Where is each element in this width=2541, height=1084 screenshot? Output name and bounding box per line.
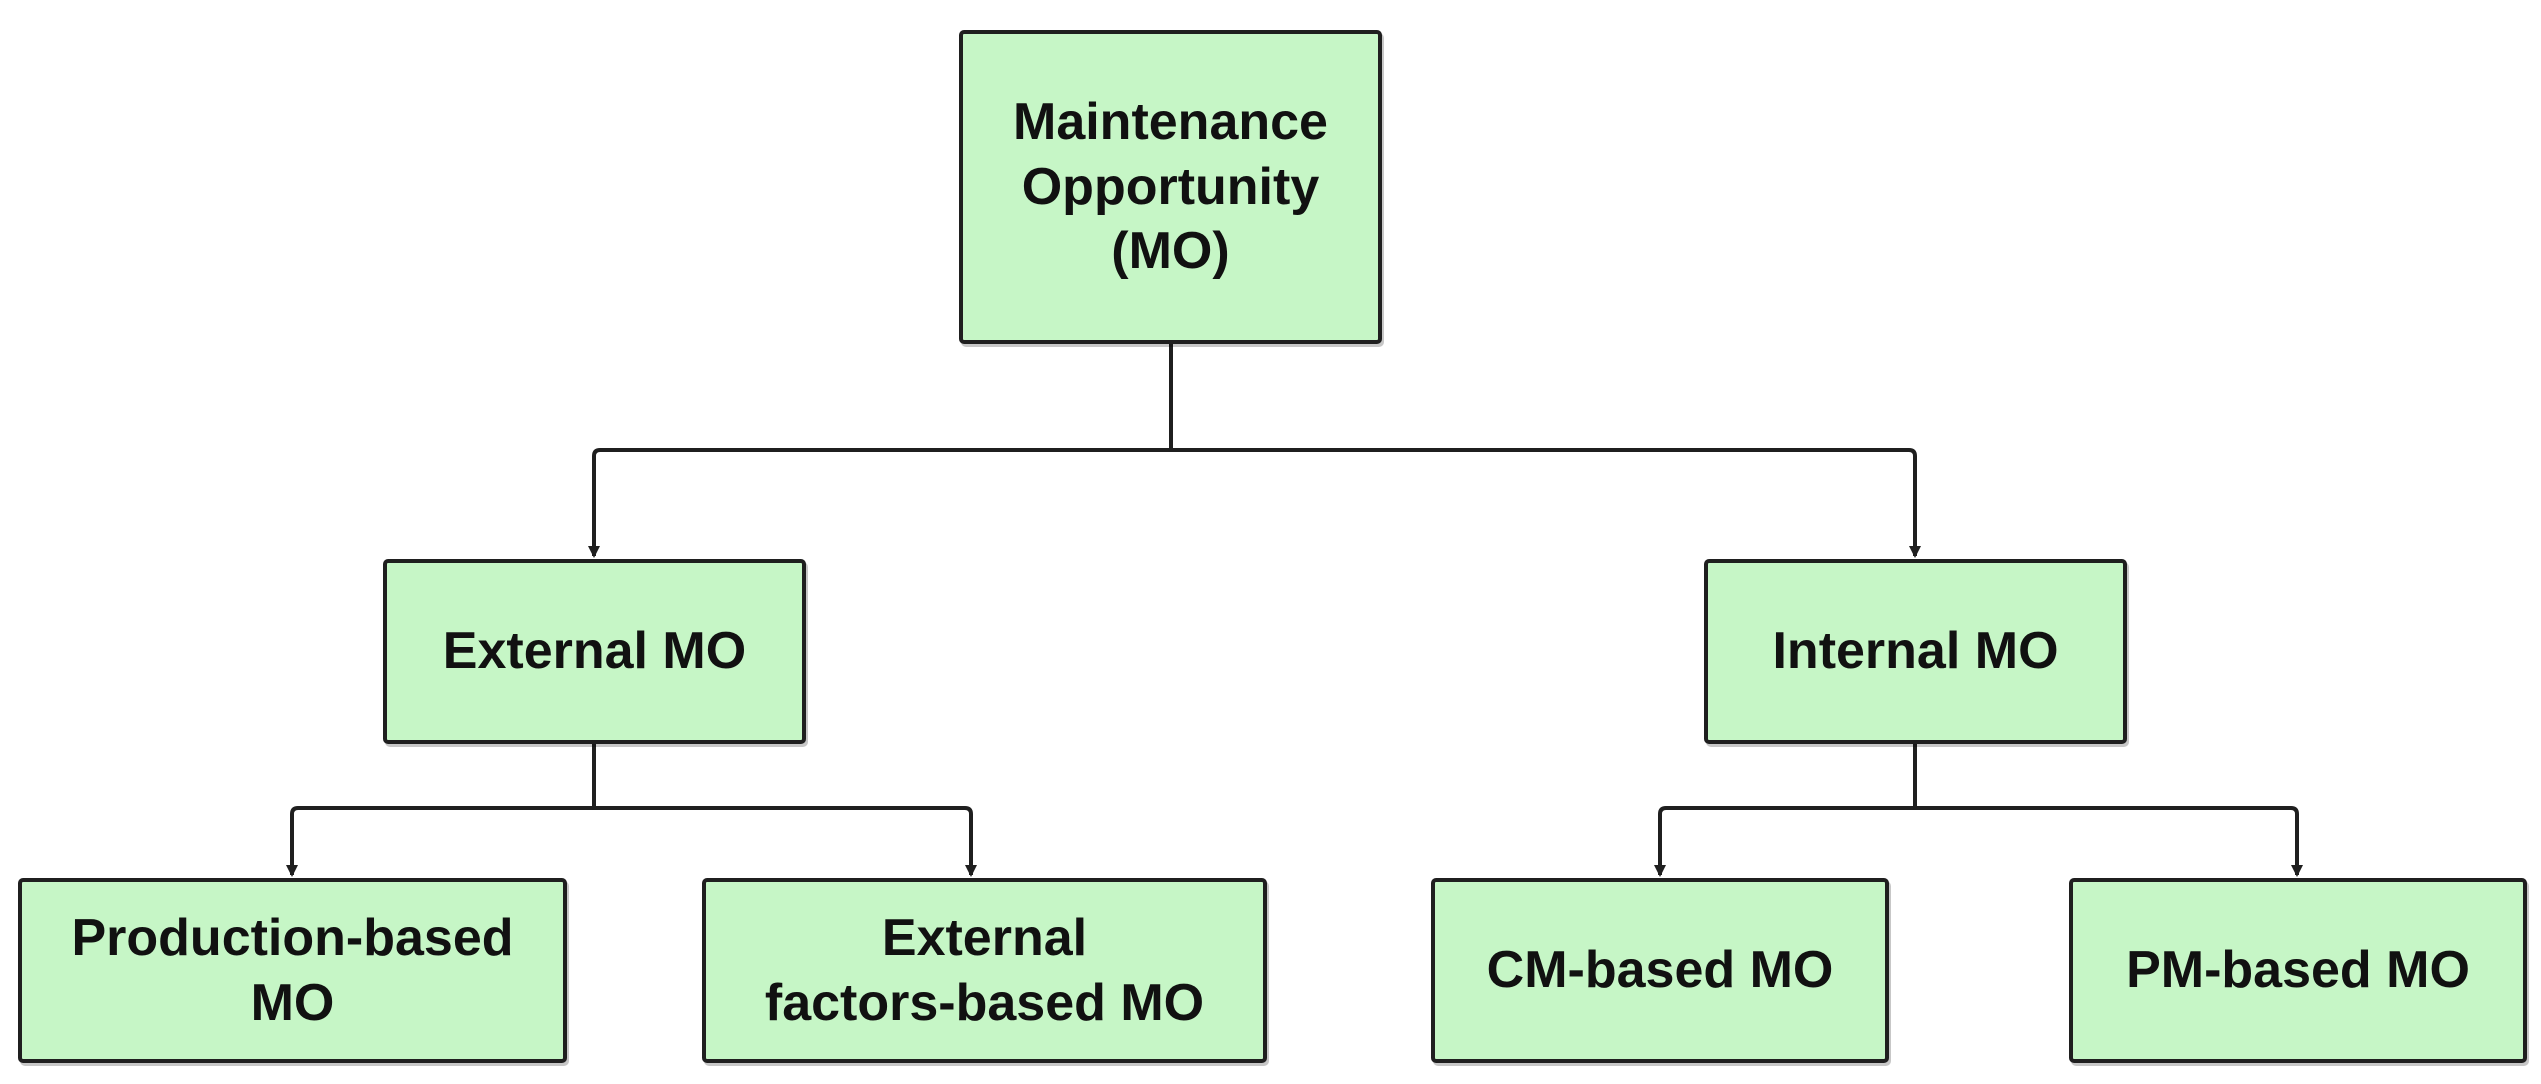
node-label: External MO bbox=[442, 622, 747, 681]
node-label: CM-based MO bbox=[1486, 941, 1834, 1000]
edge-internal-to-pm-based bbox=[1913, 744, 2303, 877]
node-label: PM-based MO bbox=[2126, 941, 2470, 1000]
node-external-mo: External MO bbox=[383, 559, 806, 744]
node-label: Maintenance Opportunity (MO) bbox=[1013, 93, 1328, 281]
edge-root-to-internal bbox=[1169, 344, 1921, 558]
node-internal-mo: Internal MO bbox=[1704, 559, 2127, 744]
edge-root-to-external bbox=[588, 344, 1173, 558]
edge-internal-to-cm-based bbox=[1654, 744, 1917, 877]
edge-external-to-production-based bbox=[286, 744, 596, 877]
node-label: Production-based MO bbox=[71, 909, 514, 1032]
node-maintenance-opportunity: Maintenance Opportunity (MO) bbox=[959, 30, 1382, 344]
edge-external-to-external-factors-based bbox=[592, 744, 977, 877]
node-pm-based-mo: PM-based MO bbox=[2069, 878, 2527, 1063]
node-label: Internal MO bbox=[1772, 622, 2059, 681]
node-label: External factors-based MO bbox=[764, 909, 1205, 1032]
node-cm-based-mo: CM-based MO bbox=[1431, 878, 1889, 1063]
node-production-based-mo: Production-based MO bbox=[18, 878, 567, 1063]
node-external-factors-based-mo: External factors-based MO bbox=[702, 878, 1267, 1063]
